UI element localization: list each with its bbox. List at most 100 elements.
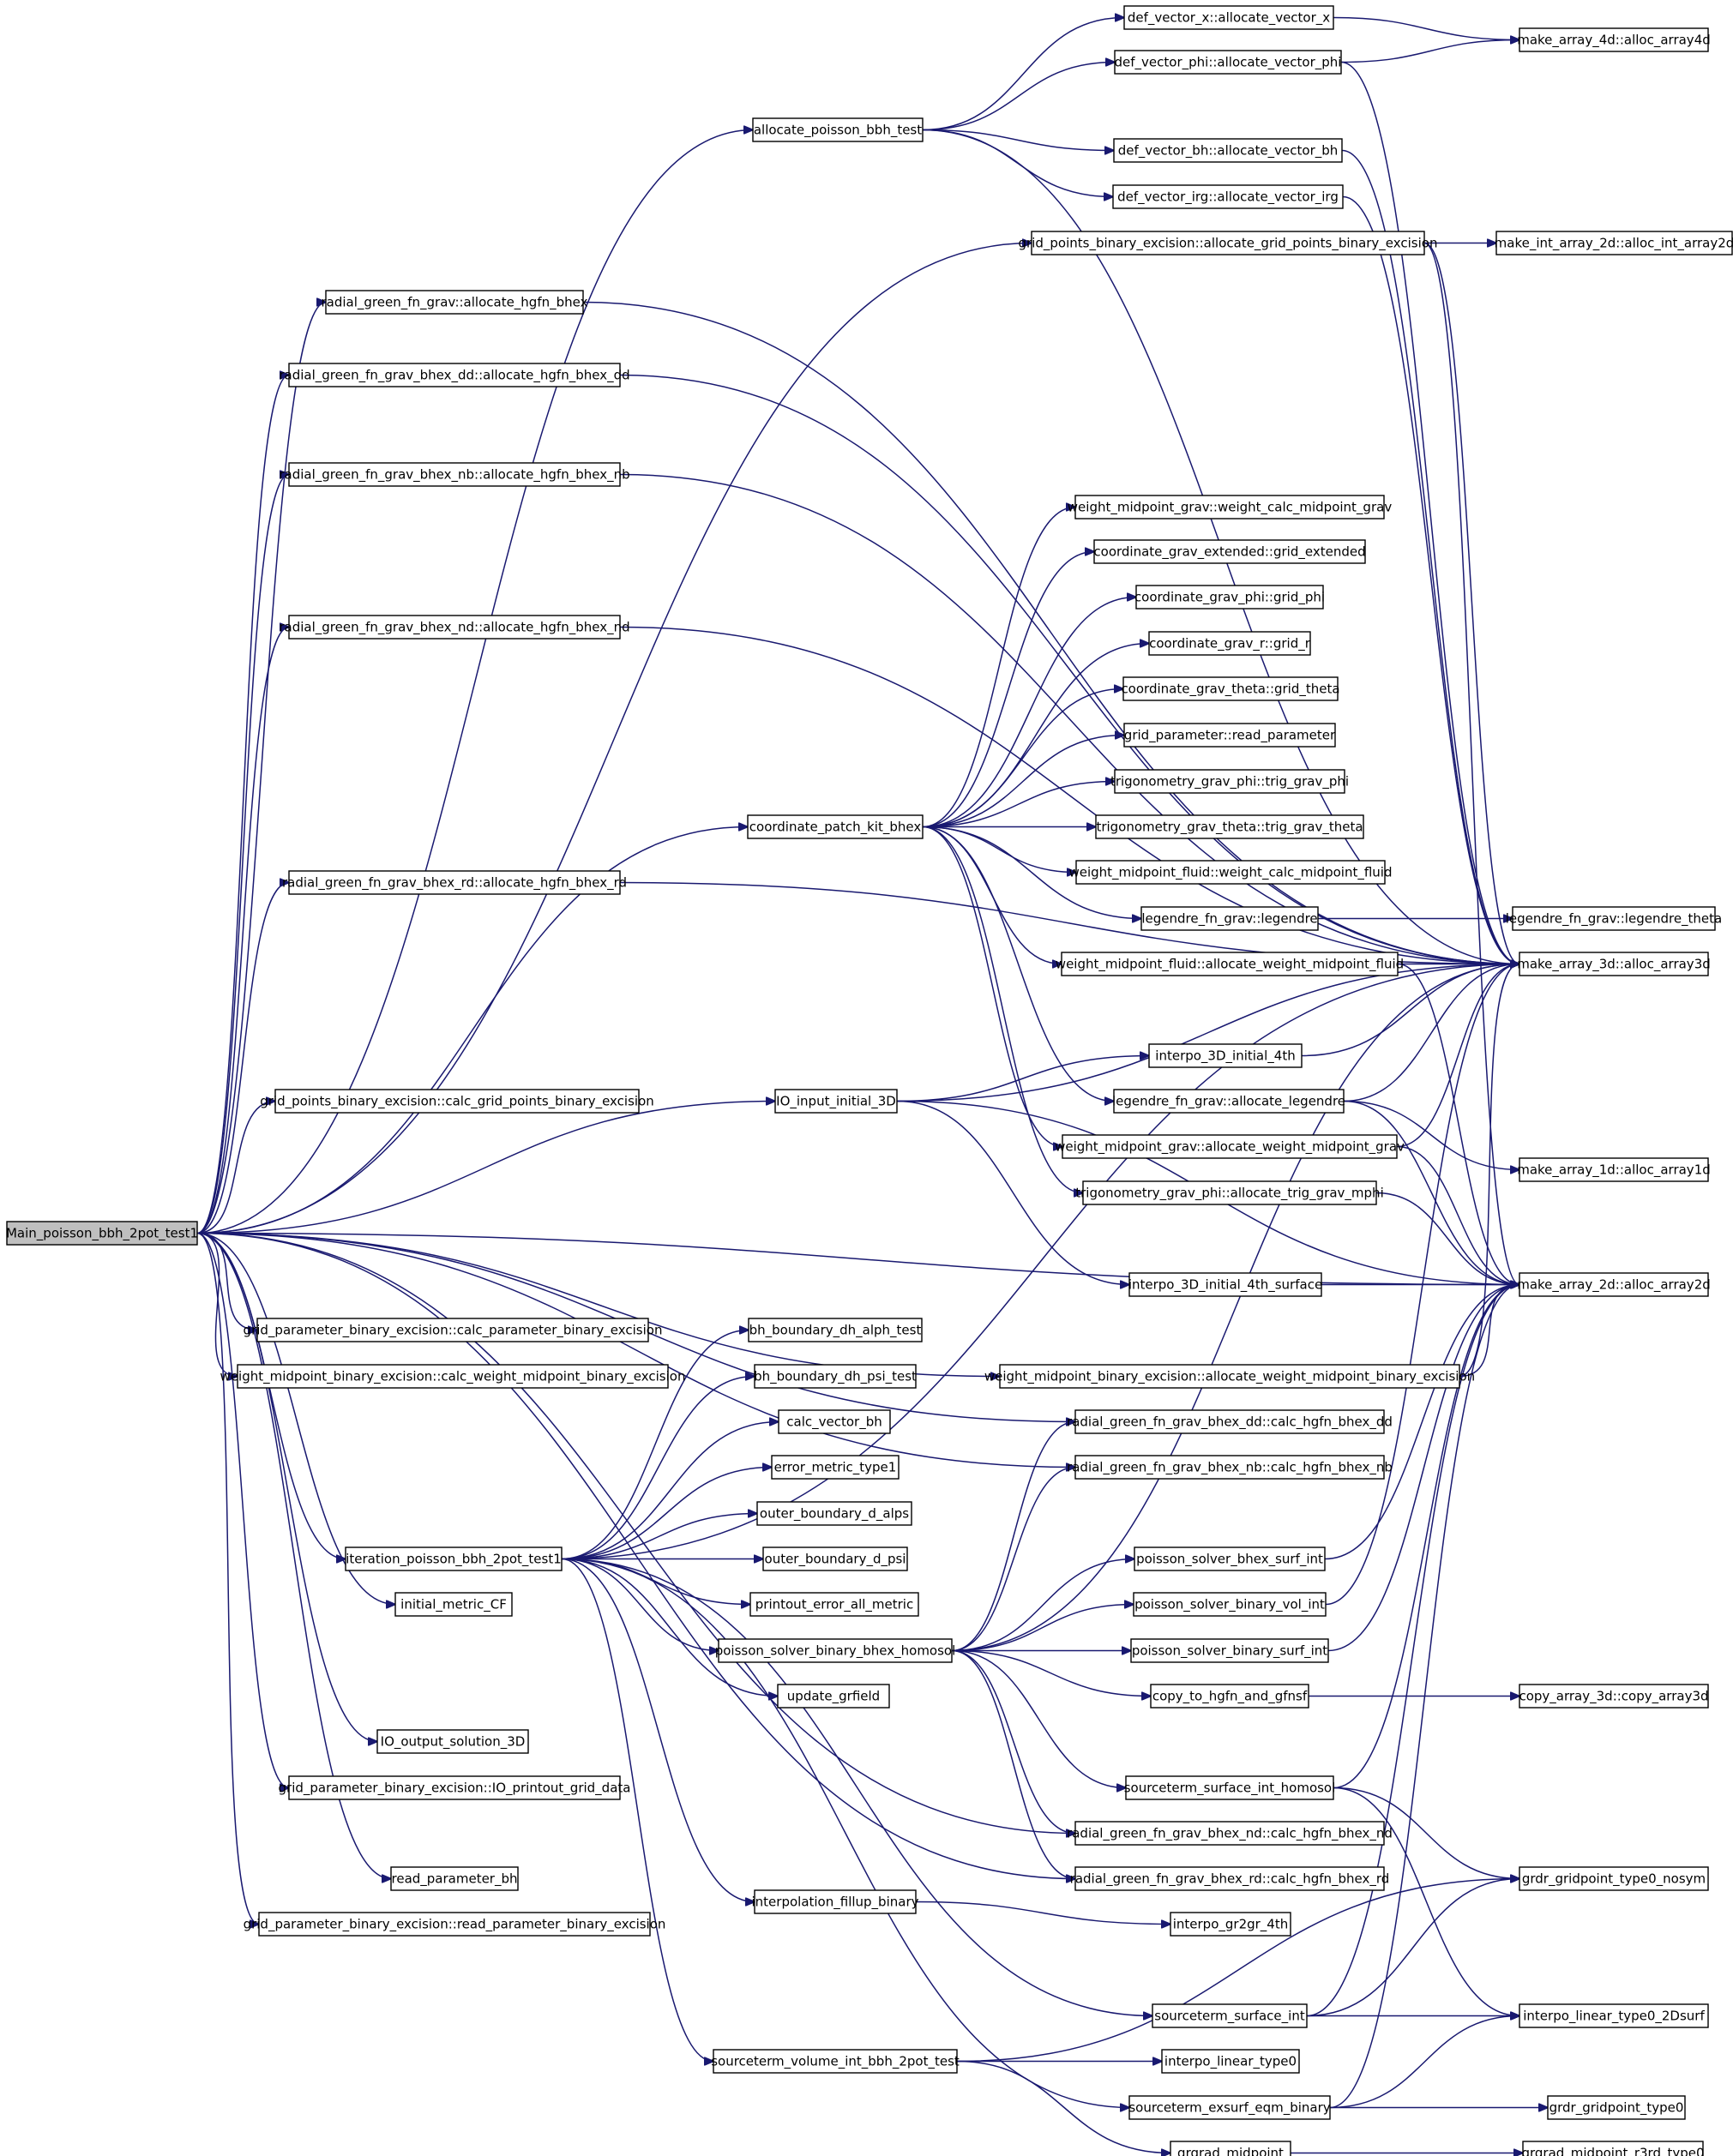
node-grdr-gridpoint-type0[interactable]: grdr_gridpoint_type0 [1547, 2095, 1686, 2120]
node-legendre[interactable]: legendre_fn_grav::legendre [1140, 906, 1319, 931]
node-calc-hgfn-bhex-dd[interactable]: radial_green_fn_grav_bhex_dd::calc_hgfn_… [1067, 1409, 1393, 1434]
node-outer-boundary-d-psi[interactable]: outer_boundary_d_psi [762, 1546, 908, 1571]
node-read-parameter-bin[interactable]: grid_parameter_binary_excision::read_par… [244, 1912, 666, 1937]
node-allocate-legendre[interactable]: legendre_fn_grav::allocate_legendre [1112, 1089, 1345, 1114]
node-alloc-weight-midpoint-fluid[interactable]: weight_midpoint_fluid::allocate_weight_m… [1056, 952, 1404, 976]
edge-poisson_solver_binary_bhex_homosol-to-copy_to_hgfn_and_gfnsf [951, 1649, 1151, 1697]
node-sourceterm-exsurf-eqm-binary[interactable]: sourceterm_exsurf_eqm_binary [1128, 2095, 1331, 2120]
node-read-parameter[interactable]: grid_parameter::read_parameter [1123, 723, 1336, 748]
edge-main-to-alloc_weight_midpoint_bin [196, 1232, 1000, 1377]
node-initial-metric-CF[interactable]: initial_metric_CF [394, 1592, 513, 1617]
node-main[interactable]: Main_poisson_bbh_2pot_test1 [6, 1221, 198, 1246]
node-outer-boundary-d-alps[interactable]: outer_boundary_d_alps [756, 1501, 912, 1526]
node-poisson-solver-bhex-surf-int[interactable]: poisson_solver_bhex_surf_int [1134, 1546, 1326, 1571]
edges-layer [196, 18, 1548, 2153]
node-calc-hgfn-bhex-nb[interactable]: radial_green_fn_grav_bhex_nb::calc_hgfn_… [1067, 1455, 1393, 1480]
node-grid-points-alloc[interactable]: grid_points_binary_excision::allocate_gr… [1019, 231, 1438, 255]
node-grid-extended[interactable]: coordinate_grav_extended::grid_extended [1093, 539, 1366, 564]
node-grgrad-midpoint[interactable]: grgrad_midpoint [1170, 2141, 1291, 2156]
node-box [1519, 27, 1709, 52]
node-sourceterm-surface-int[interactable]: sourceterm_surface_int [1152, 2003, 1308, 2028]
node-alloc-array2d[interactable]: make_array_2d::alloc_array2d [1517, 1272, 1711, 1297]
edge-main-to-alloc_hgfn_bhex_nb [196, 475, 289, 1234]
node-update-grfield[interactable]: update_grfield [777, 1684, 890, 1709]
node-alloc-array3d[interactable]: make_array_3d::alloc_array3d [1517, 952, 1711, 976]
node-alloc-weight-midpoint-grav[interactable]: weight_midpoint_grav::allocate_weight_mi… [1055, 1134, 1405, 1159]
node-calc-vector-bh[interactable]: calc_vector_bh [778, 1409, 891, 1434]
node-calc-hgfn-bhex-rd[interactable]: radial_green_fn_grav_bhex_rd::calc_hgfn_… [1070, 1866, 1390, 1891]
node-alloc-int-array2d[interactable]: make_int_array_2d::alloc_int_array2d [1495, 231, 1733, 255]
node-IO-input-initial-3D[interactable]: IO_input_initial_3D [774, 1089, 898, 1114]
node-box [256, 1318, 649, 1342]
node-poisson-solver-binary-surf-int[interactable]: poisson_solver_binary_surf_int [1130, 1638, 1329, 1663]
node-box [288, 363, 621, 387]
node-printout-error-all-metric[interactable]: printout_error_all_metric [749, 1592, 919, 1617]
edge-sourceterm_surface_int_homosol-to-grdr_gridpoint_type0_nosym [1333, 1787, 1519, 1879]
node-label: sourceterm_volume_int_bbh_2pot_test [711, 2054, 960, 2070]
node-alloc-hgfn-bhex-rd[interactable]: radial_green_fn_grav_bhex_rd::allocate_h… [282, 870, 627, 895]
edge-main-to-alloc_hgfn_bhex_rd [196, 883, 289, 1234]
node-def-vector-phi[interactable]: def_vector_phi::allocate_vector_phi [1114, 50, 1342, 75]
node-interpo-3D-initial-4th[interactable]: interpo_3D_initial_4th [1148, 1043, 1303, 1068]
node-grid-phi[interactable]: coordinate_grav_phi::grid_phi [1134, 585, 1325, 610]
node-grgrad-midpoint-r3rd-type0[interactable]: grgrad_midpoint_r3rd_type0 [1521, 2141, 1705, 2156]
node-calc-grid-points[interactable]: grid_points_binary_excision::calc_grid_p… [260, 1089, 654, 1114]
node-grid-r[interactable]: coordinate_grav_r::grid_r [1148, 631, 1311, 656]
node-box [1062, 1134, 1398, 1159]
edge-poisson_solver_binary_bhex_homosol-to-poisson_solver_binary_vol_int [951, 1605, 1134, 1652]
node-grdr-gridpoint-type0-nosym[interactable]: grdr_gridpoint_type0_nosym [1519, 1866, 1709, 1891]
node-read-parameter-bh[interactable]: read_parameter_bh [390, 1866, 519, 1891]
node-alloc-hgfn-bhex[interactable]: radial_green_fn_grav::allocate_hgfn_bhex [321, 290, 588, 315]
node-interpo-linear-type0[interactable]: interpo_linear_type0 [1161, 2049, 1300, 2074]
node-coordinate-patch-kit-bhex[interactable]: coordinate_patch_kit_bhex [747, 814, 924, 839]
node-calc-weight-midpoint[interactable]: weight_midpoint_binary_excision::calc_we… [220, 1364, 686, 1389]
node-alloc-hgfn-bhex-dd[interactable]: radial_green_fn_grav_bhex_dd::allocate_h… [279, 363, 630, 387]
node-copy-array3d[interactable]: copy_array_3d::copy_array3d [1519, 1684, 1709, 1709]
node-label: radial_green_fn_grav_bhex_nb::calc_hgfn_… [1067, 1460, 1393, 1476]
node-iteration[interactable]: iteration_poisson_bbh_2pot_test1 [345, 1546, 563, 1571]
node-def-vector-irg[interactable]: def_vector_irg::allocate_vector_irg [1112, 184, 1344, 209]
node-trig-grav-theta[interactable]: trigonometry_grav_theta::trig_grav_theta [1095, 814, 1364, 839]
node-interpo-3D-initial-4th-surface[interactable]: interpo_3D_initial_4th_surface [1128, 1272, 1322, 1297]
edge-alloc_weight_midpoint_grav-to-alloc_array2d [1396, 1145, 1519, 1285]
node-allocate-poisson-bbh-test[interactable]: allocate_poisson_bbh_test [752, 117, 924, 142]
node-label: interpo_gr2gr_4th [1173, 1917, 1289, 1933]
node-sourceterm-volume-int[interactable]: sourceterm_volume_int_bbh_2pot_test [711, 2049, 960, 2074]
node-legendre-theta[interactable]: legendre_fn_grav::legendre_theta [1506, 906, 1723, 931]
node-weight-calc-midpoint-fluid[interactable]: weight_midpoint_fluid::weight_calc_midpo… [1068, 860, 1393, 885]
node-IO-output-solution-3D[interactable]: IO_output_solution_3D [376, 1729, 529, 1754]
node-alloc-array4d[interactable]: make_array_4d::alloc_array4d [1517, 27, 1711, 52]
node-calc-parameter[interactable]: grid_parameter_binary_excision::calc_par… [244, 1318, 663, 1342]
node-def-vector-x[interactable]: def_vector_x::allocate_vector_x [1123, 5, 1334, 30]
node-grid-theta[interactable]: coordinate_grav_theta::grid_theta [1121, 676, 1340, 701]
node-alloc-hgfn-bhex-nb[interactable]: radial_green_fn_grav_bhex_nb::allocate_h… [279, 462, 630, 487]
node-alloc-trig-grav-mphi[interactable]: trigonometry_grav_phi::allocate_trig_gra… [1075, 1180, 1384, 1205]
node-IO-printout-grid-data[interactable]: grid_parameter_binary_excision::IO_print… [279, 1775, 631, 1800]
node-poisson-solver-binary-vol-int[interactable]: poisson_solver_binary_vol_int [1133, 1592, 1327, 1617]
node-label: weight_midpoint_fluid::weight_calc_midpo… [1068, 865, 1392, 881]
edge-def_vector_phi-to-alloc_array4d [1340, 40, 1519, 63]
node-interpolation-fillup-binary[interactable]: interpolation_fillup_binary [752, 1889, 919, 1914]
node-alloc-hgfn-bhex-nd[interactable]: radial_green_fn_grav_bhex_nd::allocate_h… [279, 615, 630, 640]
node-label: bh_boundary_dh_alph_test [749, 1323, 922, 1339]
edge-main-to-alloc_hgfn_bhex_dd [196, 375, 289, 1234]
node-bh-boundary-dh-psi-test[interactable]: bh_boundary_dh_psi_test [754, 1364, 917, 1389]
node-box [1522, 2141, 1704, 2156]
node-interpo-linear-type0-2Dsurf[interactable]: interpo_linear_type0_2Dsurf [1519, 2003, 1709, 2028]
node-alloc-weight-midpoint-bin[interactable]: weight_midpoint_binary_excision::allocat… [984, 1364, 1475, 1389]
node-bh-boundary-dh-alph-test[interactable]: bh_boundary_dh_alph_test [748, 1318, 923, 1342]
node-weight-calc-midpoint-grav[interactable]: weight_midpoint_grav::weight_calc_midpoi… [1068, 495, 1393, 519]
node-label: make_array_3d::alloc_array3d [1517, 957, 1711, 973]
node-sourceterm-surface-int-homosol[interactable]: sourceterm_surface_int_homosol [1124, 1775, 1336, 1800]
node-trig-grav-phi[interactable]: trigonometry_grav_phi::trig_grav_phi [1110, 769, 1349, 794]
node-calc-hgfn-bhex-nd[interactable]: radial_green_fn_grav_bhex_nd::calc_hgfn_… [1067, 1821, 1393, 1846]
node-alloc-array1d[interactable]: make_array_1d::alloc_array1d [1517, 1157, 1711, 1182]
node-poisson-solver-binary-bhex-homosol[interactable]: poisson_solver_binary_bhex_homosol [715, 1638, 956, 1663]
node-error-metric-type1[interactable]: error_metric_type1 [771, 1455, 900, 1480]
edge-alloc_hgfn_bhex_nb-to-alloc_array3d [619, 473, 1519, 964]
node-copy-to-hgfn-and-gfnsf[interactable]: copy_to_hgfn_and_gfnsf [1150, 1684, 1309, 1709]
node-interpo-gr2gr-4th[interactable]: interpo_gr2gr_4th [1170, 1912, 1291, 1937]
node-label: poisson_solver_binary_vol_int [1134, 1597, 1325, 1613]
node-def-vector-bh[interactable]: def_vector_bh::allocate_vector_bh [1113, 138, 1343, 163]
edge-main-to-calc_hgfn_bhex_rd [196, 1232, 1075, 1879]
